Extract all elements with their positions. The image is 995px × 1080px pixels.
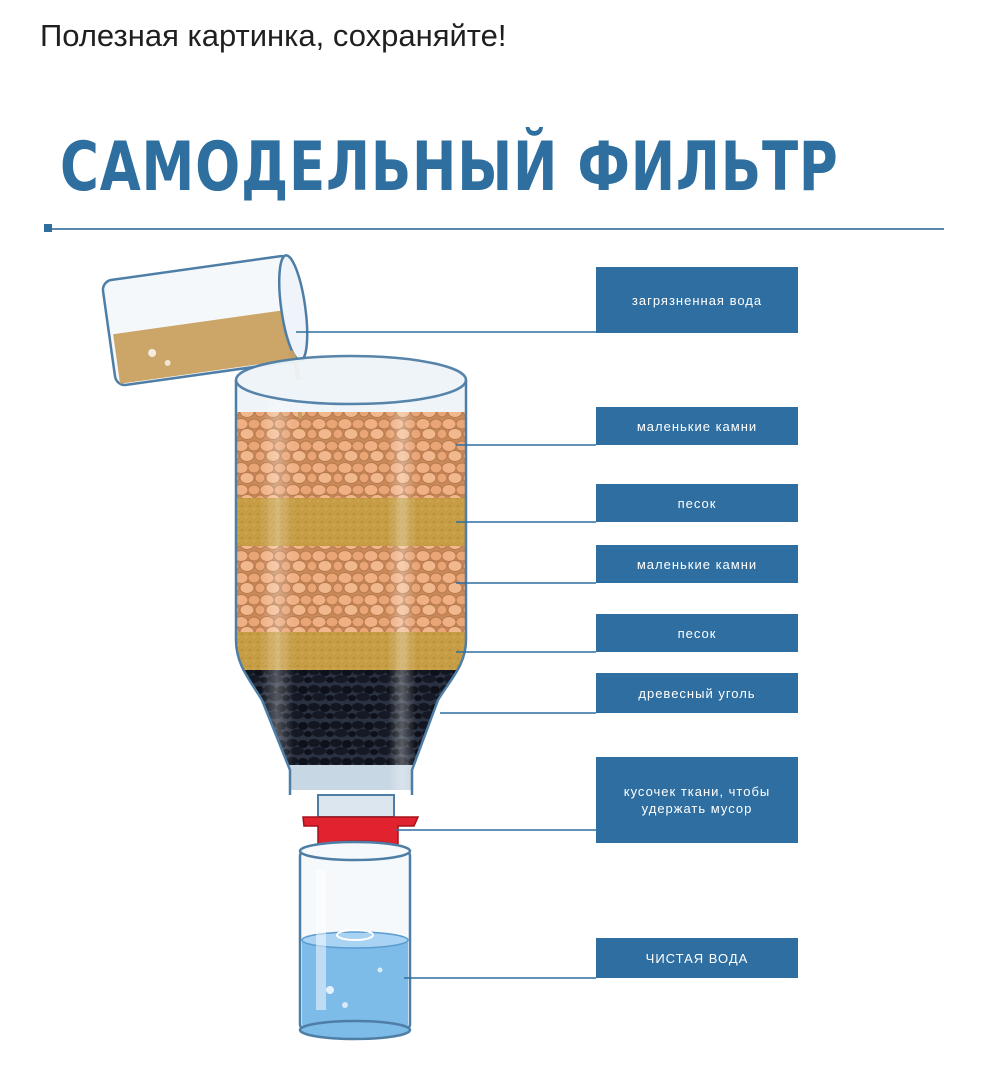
label-small-stones-1: маленькие камни [596, 407, 798, 445]
post-caption: Полезная картинка, сохраняйте! [40, 18, 507, 53]
label-charcoal: древесный уголь [596, 673, 798, 713]
label-sand-1: песок [596, 484, 798, 522]
label-dirty-water: загрязненная вода [596, 267, 798, 333]
label-clean-water: ЧИСТАЯ ВОДА [596, 938, 798, 978]
title-divider-mark [44, 224, 52, 232]
label-sand-2: песок [596, 614, 798, 652]
leader-lines [296, 331, 596, 979]
bottle-outline [234, 354, 468, 795]
diagram-title: САМОДЕЛЬНЫЙ ФИЛЬТР [60, 128, 839, 207]
title-divider [44, 228, 944, 230]
label-cloth: кусочек ткани, чтобы удержать мусор [596, 757, 798, 843]
filter-layers [236, 380, 466, 790]
label-small-stones-2: маленькие камни [596, 545, 798, 583]
collecting-jar-icon [298, 840, 412, 1041]
pouring-glass-icon [101, 254, 309, 412]
